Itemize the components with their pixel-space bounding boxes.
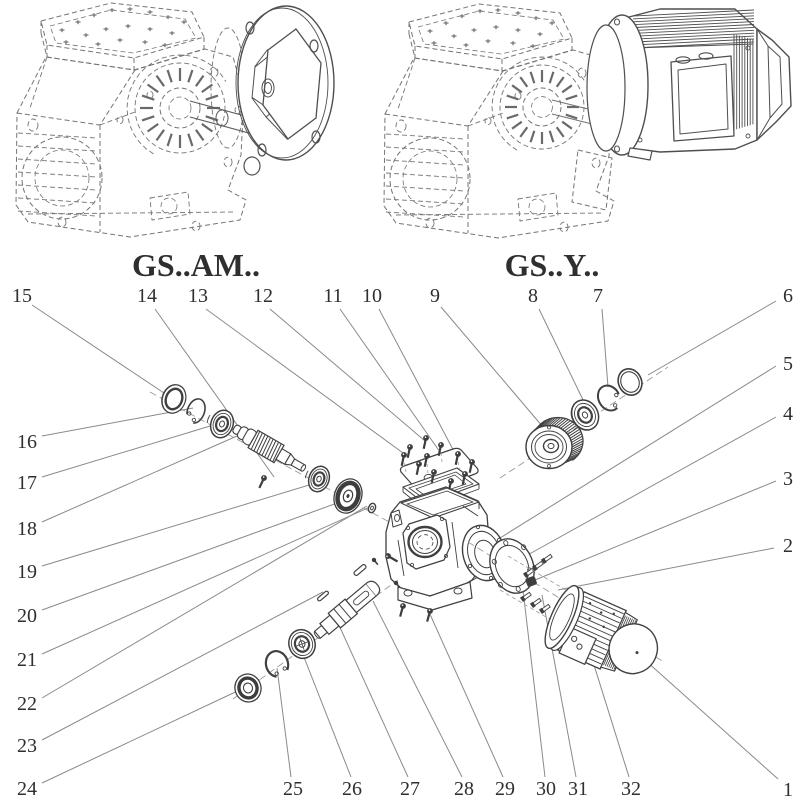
svg-text:GS..Y..: GS..Y.. [505,247,600,283]
svg-text:17: 17 [17,472,37,494]
svg-text:10: 10 [362,285,382,307]
svg-text:26: 26 [342,778,362,800]
svg-text:24: 24 [17,778,37,800]
svg-text:32: 32 [621,778,641,800]
svg-text:4: 4 [783,403,793,425]
svg-text:19: 19 [17,561,37,583]
svg-text:9: 9 [430,285,440,307]
svg-text:23: 23 [17,735,37,757]
svg-text:28: 28 [454,778,474,800]
svg-text:1: 1 [783,779,793,800]
svg-text:21: 21 [17,649,37,671]
svg-text:7: 7 [593,285,603,307]
svg-text:25: 25 [283,778,303,800]
svg-text:31: 31 [568,778,588,800]
svg-text:3: 3 [783,468,793,490]
svg-text:16: 16 [17,431,37,453]
svg-text:13: 13 [188,285,208,307]
svg-text:20: 20 [17,605,37,627]
svg-text:11: 11 [323,285,342,307]
svg-text:GS..AM..: GS..AM.. [132,247,260,283]
svg-text:22: 22 [17,693,37,715]
svg-text:27: 27 [400,778,420,800]
svg-text:2: 2 [783,535,793,557]
svg-text:5: 5 [783,353,793,375]
svg-text:12: 12 [253,285,273,307]
svg-text:6: 6 [783,285,793,307]
svg-text:18: 18 [17,518,37,540]
svg-text:30: 30 [536,778,556,800]
svg-text:15: 15 [12,285,32,307]
svg-text:8: 8 [528,285,538,307]
svg-text:29: 29 [495,778,515,800]
svg-text:14: 14 [137,285,157,307]
